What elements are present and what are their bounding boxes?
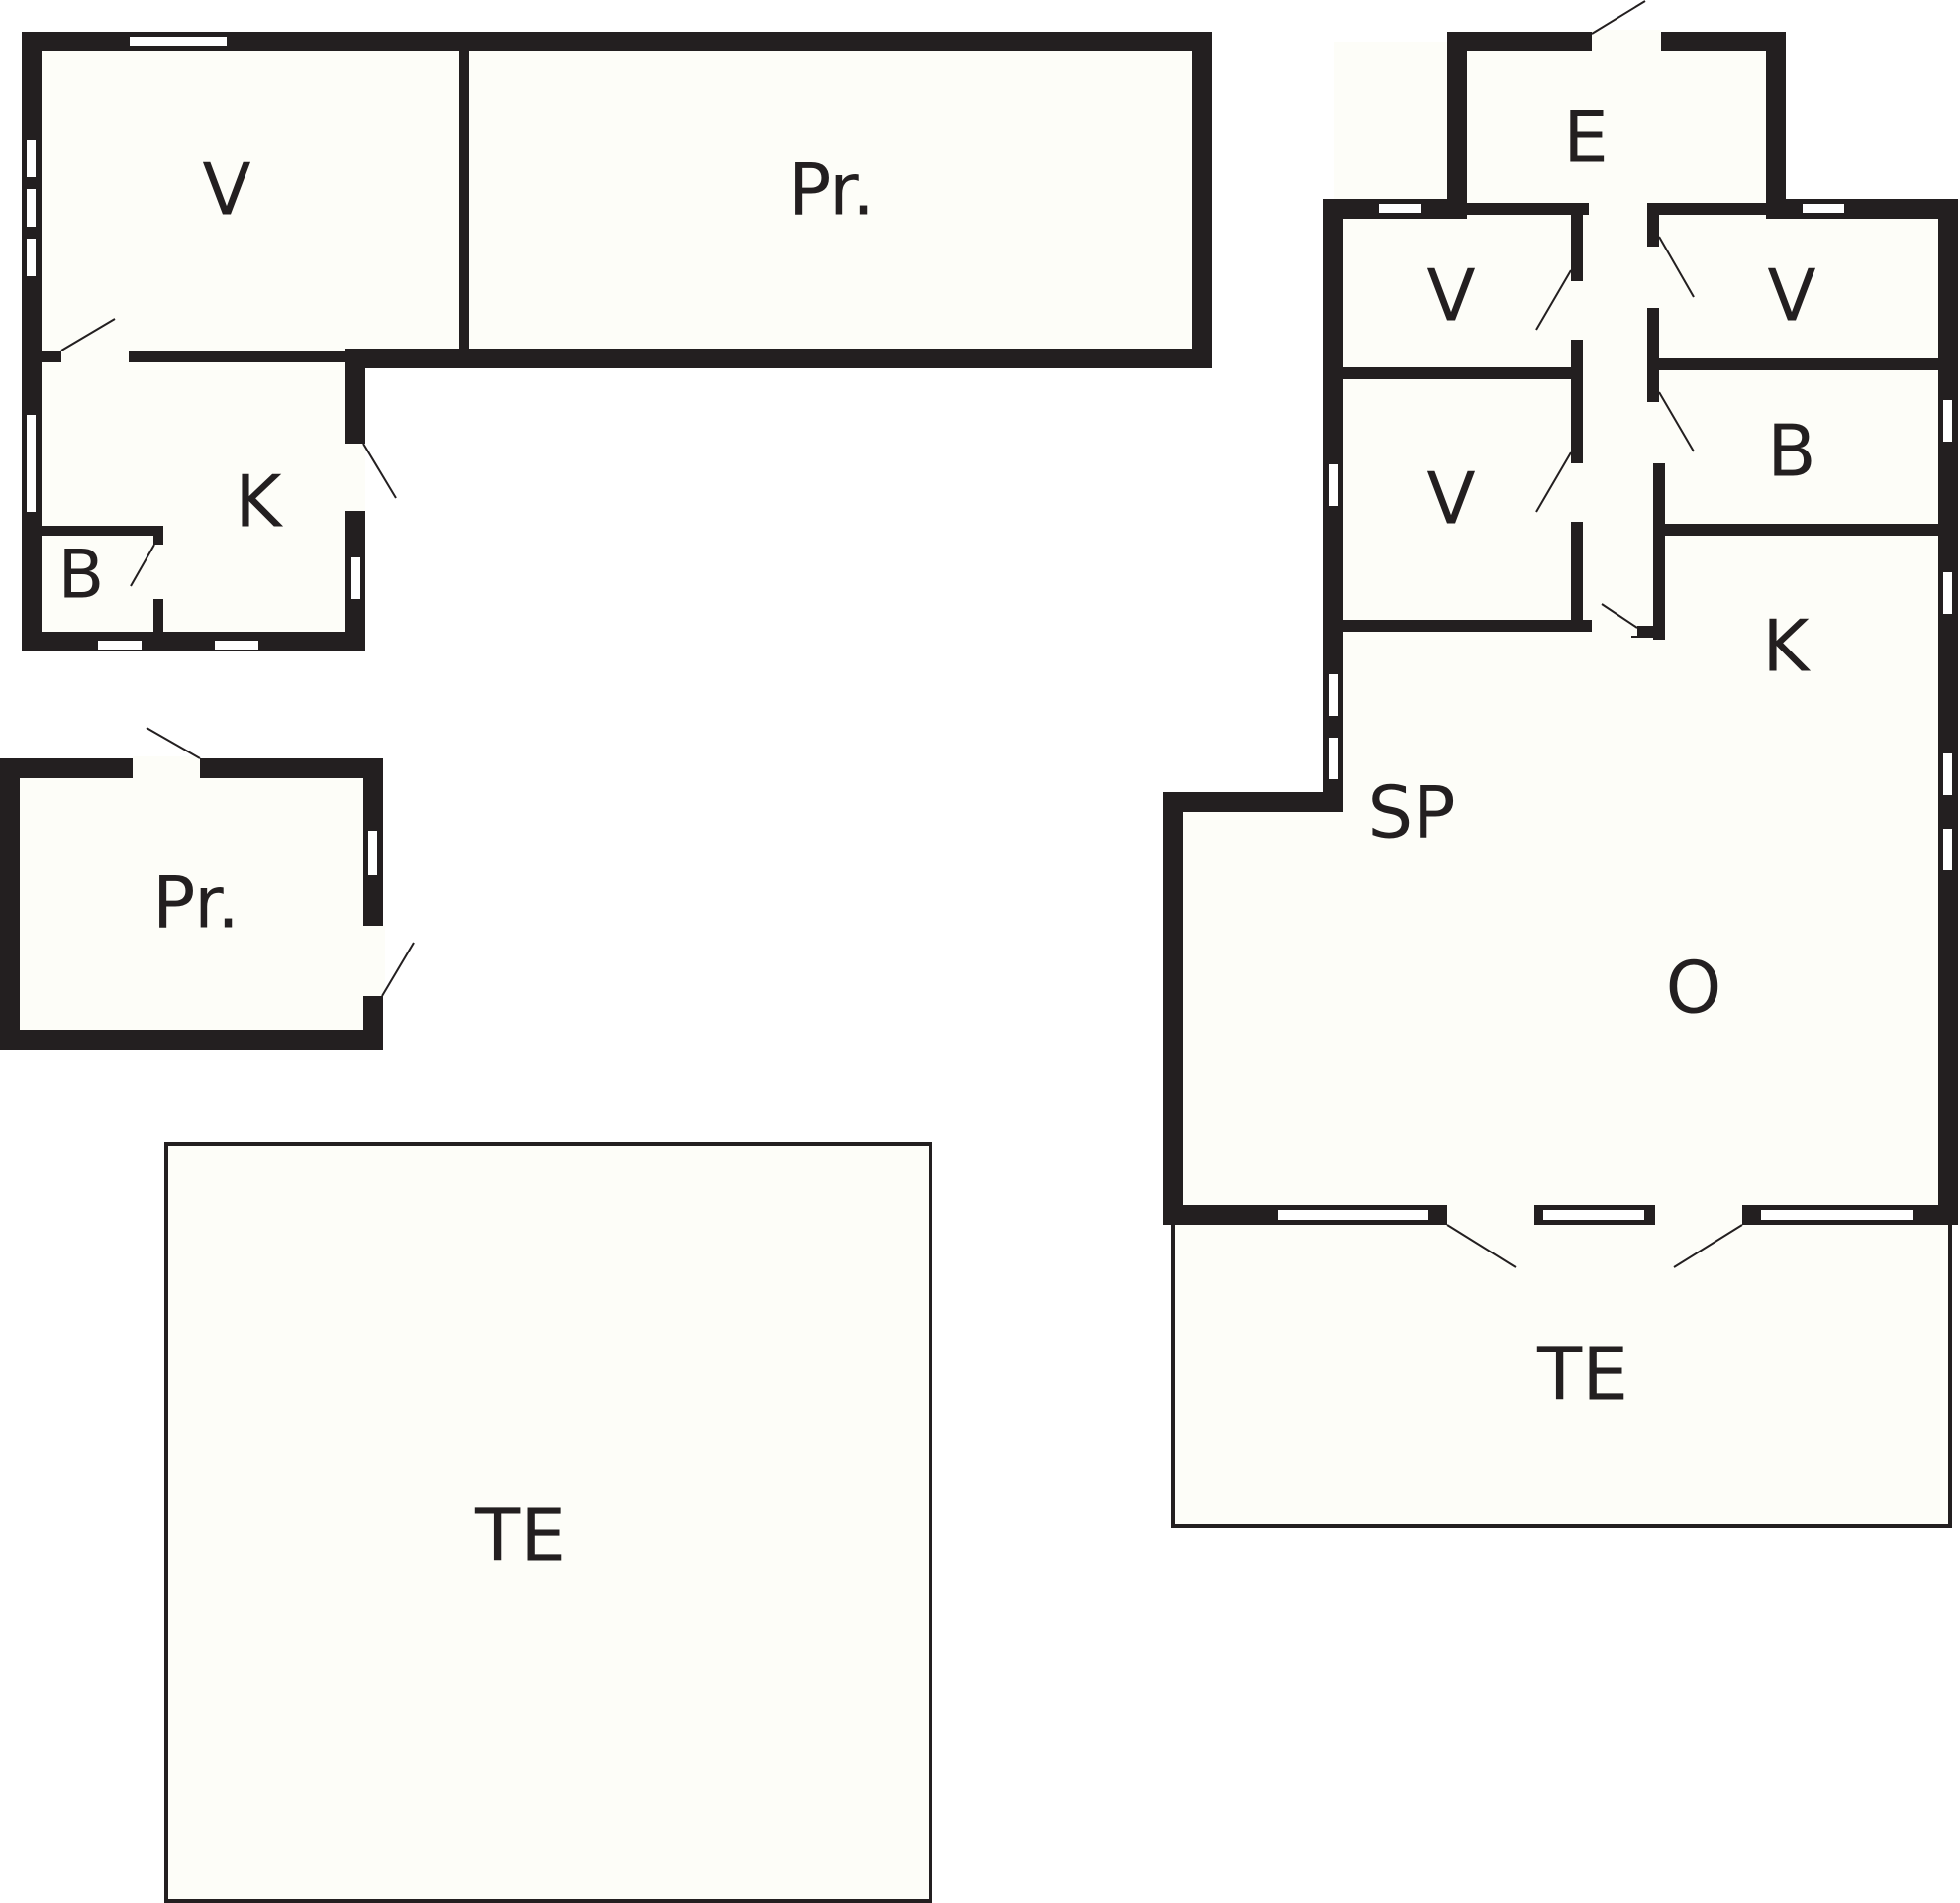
room-label-shed-storage: Pr. [152,861,240,945]
door-swing-shed-right[interactable] [381,942,415,997]
door-opening-kitchen [345,444,365,511]
door-swing-entrance[interactable] [1591,0,1646,35]
room-label-kitchen: K [235,460,283,544]
bedroom-area [32,42,459,358]
window [25,187,38,229]
room-label-front-terrace: TE [1536,1333,1628,1418]
door-swing-shed-top[interactable] [146,727,201,759]
window [1276,1208,1430,1222]
wall-bathroom [35,526,163,639]
window [349,555,362,601]
shed-area [10,768,383,1040]
door-opening-bedroom [61,349,129,364]
kitchen-area [32,358,355,642]
door-opening-entrance [1592,30,1661,53]
front-terrace-area [1173,1215,1950,1526]
room-label-kitchen-right: K [1762,605,1811,688]
window [1541,1208,1646,1222]
window [1327,462,1340,508]
door-swing-bedroom[interactable] [60,318,116,351]
window [1377,202,1422,215]
door-opening-hall-living [1592,620,1637,636]
window [1941,570,1954,616]
door-swing-bathroom[interactable] [1658,391,1695,452]
door-swing-bedroom-2[interactable] [1535,451,1572,513]
window [213,639,260,651]
door-opening-shed-top [133,756,200,780]
room-label-left-terrace: TE [474,1494,566,1579]
door-swing-bedroom-3[interactable] [1658,236,1695,298]
door-opening-front-left [1447,1205,1534,1225]
room-label-living: O [1666,947,1722,1030]
room-label-bedroom-1: V [1426,254,1475,338]
terrace-outline [164,1142,932,1903]
window [1941,827,1954,872]
window [1327,736,1340,781]
window [25,413,38,514]
room-label-storage: Pr. [788,149,875,232]
window [1759,1208,1915,1222]
door-opening-bathroom [152,545,164,599]
door-swing-front-right[interactable] [1673,1224,1743,1268]
left-terrace: TE [164,1142,932,1903]
door-swing-bedroom-1[interactable] [1535,269,1572,331]
window [1327,672,1340,718]
window [25,138,38,179]
door-swing-kitchen[interactable] [362,443,397,499]
door-swing-front-left[interactable] [1446,1224,1517,1268]
door-swing-bathroom[interactable] [130,544,155,587]
window [25,237,38,278]
door-swing-hall-living[interactable] [1601,603,1638,629]
window [1801,202,1846,215]
left-shed: Pr. [0,727,415,1050]
room-label-bathroom: B [58,537,105,615]
storage-area [459,42,1202,358]
terrace-area [166,1144,931,1901]
room-label-bedroom: V [202,149,250,232]
room-label-bedroom-2: V [1426,457,1475,541]
door-opening-shed-right [361,926,385,996]
door-opening-front-right [1655,1205,1742,1225]
right-building: E V V V B K SP O TE [1163,0,1958,1528]
window [128,35,229,48]
window [366,829,379,877]
window [1941,398,1954,444]
room-label-entrance: E [1563,96,1609,179]
window [96,639,144,651]
room-label-dining: SP [1367,771,1455,854]
window [1941,751,1954,797]
room-label-bathroom-right: B [1767,410,1815,493]
shed-outer-wall [0,758,383,1050]
left-building: V Pr. K B [22,32,1212,651]
room-label-bedroom-3: V [1767,254,1815,338]
